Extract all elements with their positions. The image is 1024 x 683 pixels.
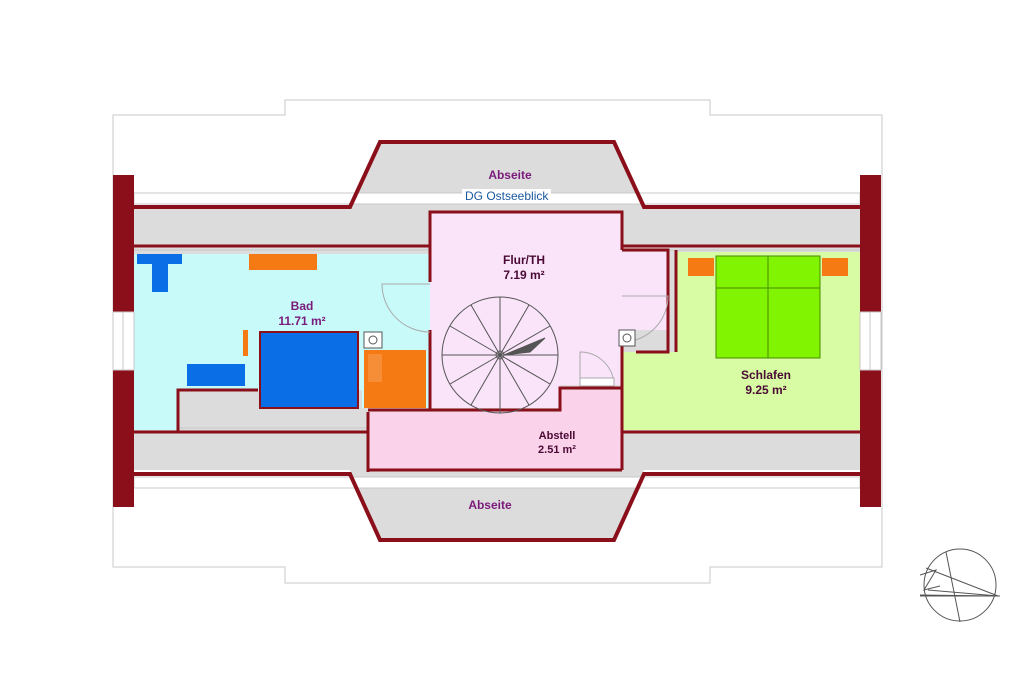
plan-subtitle: DG Ostseeblick — [462, 189, 552, 203]
wall-left-top — [113, 175, 134, 312]
room-name: Abstell — [538, 430, 576, 442]
tub-icon — [364, 350, 426, 408]
flur-sink-icon — [618, 329, 636, 347]
spiral-staircase-icon — [441, 296, 559, 414]
wall-right-top — [860, 175, 881, 312]
room-flur — [430, 212, 668, 408]
interior-walls — [134, 210, 678, 472]
label-abstell: Abstell 2.51 m² — [522, 430, 592, 458]
shower-icon — [259, 331, 359, 409]
nightstand-right-icon — [822, 258, 848, 276]
room-name: Abseite — [468, 498, 512, 512]
room-name: Flur/TH — [503, 253, 545, 267]
dormer-wall-top — [134, 140, 860, 209]
wall-right-bottom — [860, 370, 881, 507]
north-arrow-icon — [919, 548, 1000, 623]
eave-strip-bottom — [133, 476, 861, 489]
room-name: Abseite — [488, 168, 532, 182]
roof-outline — [112, 99, 883, 584]
dormer-wall-bottom — [134, 472, 860, 542]
room-area: 9.25 m² — [745, 383, 787, 397]
room-name: Bad — [290, 299, 314, 313]
sink-icon — [363, 331, 383, 349]
wall-left-bottom — [113, 370, 134, 507]
room-name: Schlafen — [740, 368, 791, 382]
washbasin-icon — [137, 254, 182, 292]
towel-rail-icon — [243, 330, 248, 356]
toilet-icon — [187, 364, 245, 386]
flur-sink-drain-icon — [622, 333, 632, 343]
nightstand-left-icon — [688, 258, 714, 276]
cabinet-icon — [249, 254, 317, 270]
label-flur: Flur/TH 7.19 m² — [484, 253, 564, 283]
label-abseite-top: Abseite — [472, 168, 548, 183]
sink-drain-icon — [368, 335, 378, 345]
room-area: 7.19 m² — [503, 268, 545, 282]
label-abseite-bottom: Abseite — [452, 498, 528, 513]
label-schlafen: Schlafen 9.25 m² — [724, 368, 808, 398]
label-bad: Bad 11.71 m² — [262, 299, 342, 329]
room-area: 2.51 m² — [538, 443, 576, 456]
door-threshold — [579, 377, 615, 387]
room-abstell — [368, 390, 622, 470]
tub-inner — [368, 354, 382, 382]
room-area: 11.71 m² — [278, 314, 326, 328]
